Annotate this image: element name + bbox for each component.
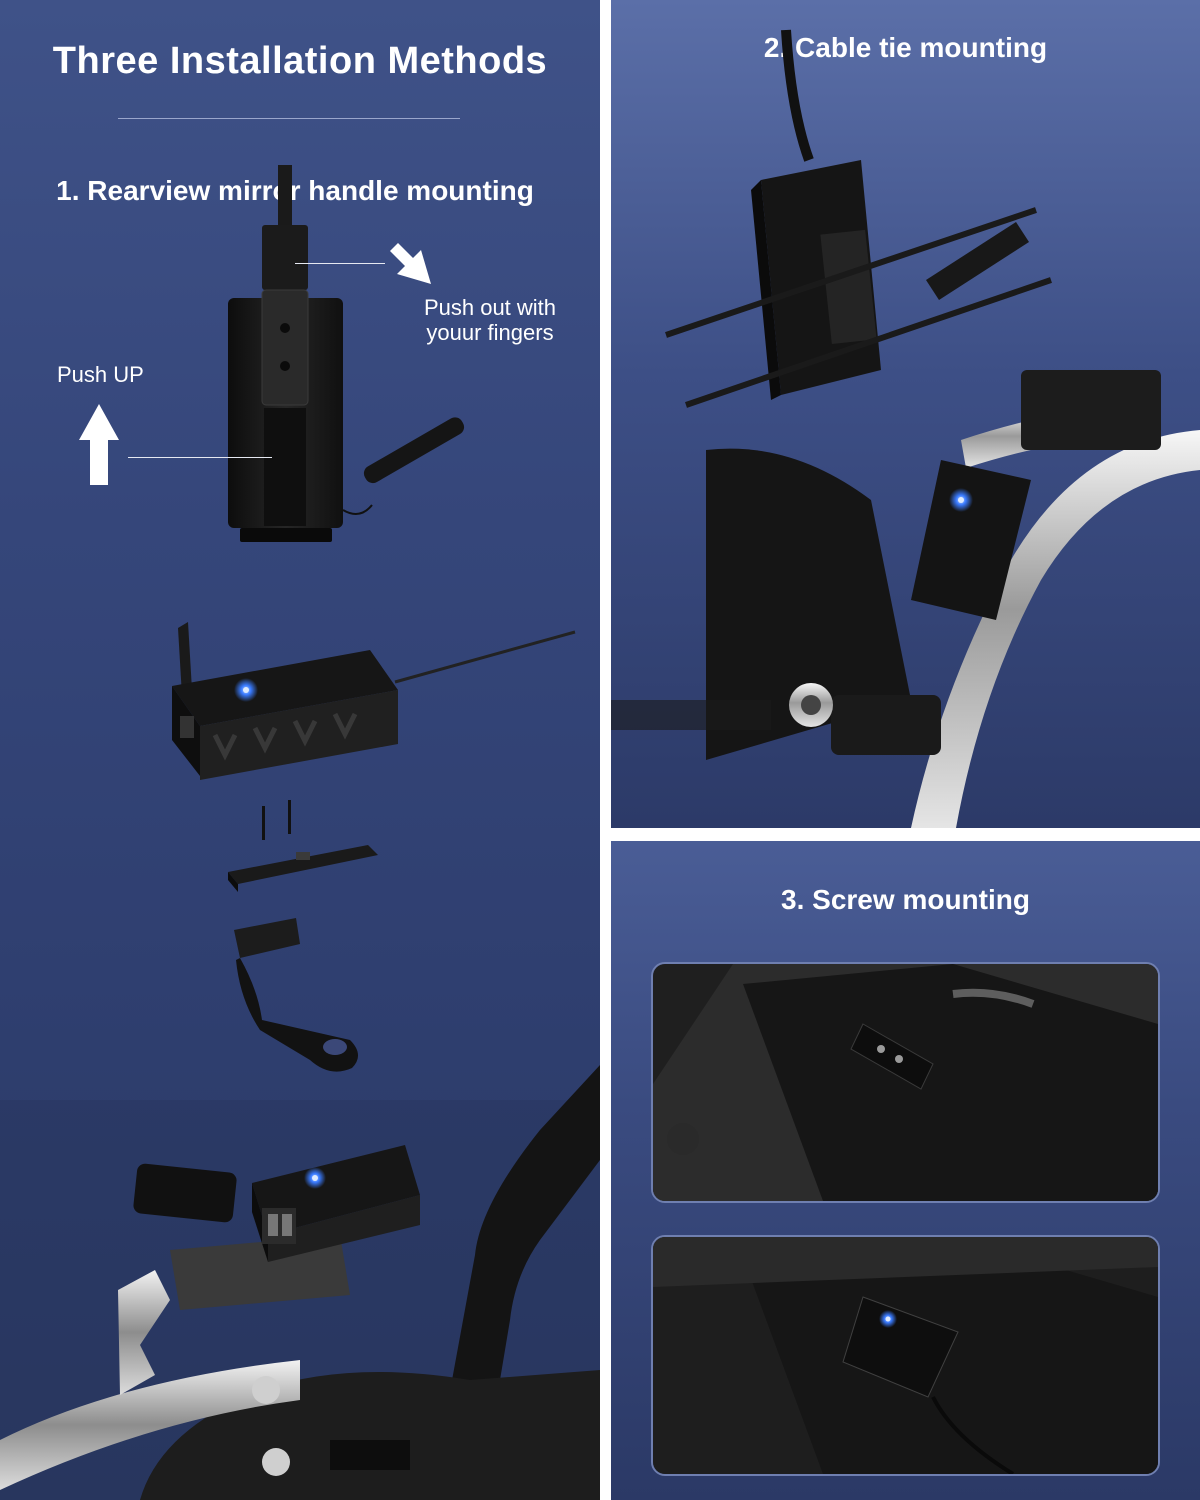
installed-handlebar-photo (611, 370, 1200, 828)
method1-illustration (0, 165, 600, 1500)
cable-tie-device (665, 29, 1052, 408)
mounting-screws (262, 800, 291, 840)
method1-panel: Three Installation Methods 1. Rearview m… (0, 0, 600, 1500)
screw-mounting-plate-photo (651, 962, 1160, 1203)
method1-title: 1. Rearview mirror handle mounting (56, 175, 534, 206)
title-divider (118, 118, 460, 119)
bracket-device-back-view (228, 165, 465, 542)
push-out-leader (295, 263, 385, 264)
arrow-down-right-icon (390, 243, 431, 284)
method2-panel: 2. Cable tie mounting (611, 0, 1200, 828)
charger-unit-exploded (172, 622, 576, 780)
method3-title: 3. Screw mounting (781, 884, 1030, 915)
screw-mounted-charger-photo (651, 1235, 1160, 1476)
arrow-up-icon (79, 404, 119, 485)
push-up-caption: Push UP (57, 362, 144, 387)
method2-illustration (611, 29, 1200, 828)
method2-title: 2. Cable tie mounting (763, 32, 1048, 63)
mounting-plate (228, 845, 378, 892)
mirror-bracket (234, 918, 359, 1072)
push-up-leader (128, 457, 272, 458)
installed-mirror-photo (0, 1065, 600, 1500)
page-title: Three Installation Methods (52, 40, 548, 82)
method3-panel: 3. Screw mounting (611, 841, 1200, 1500)
